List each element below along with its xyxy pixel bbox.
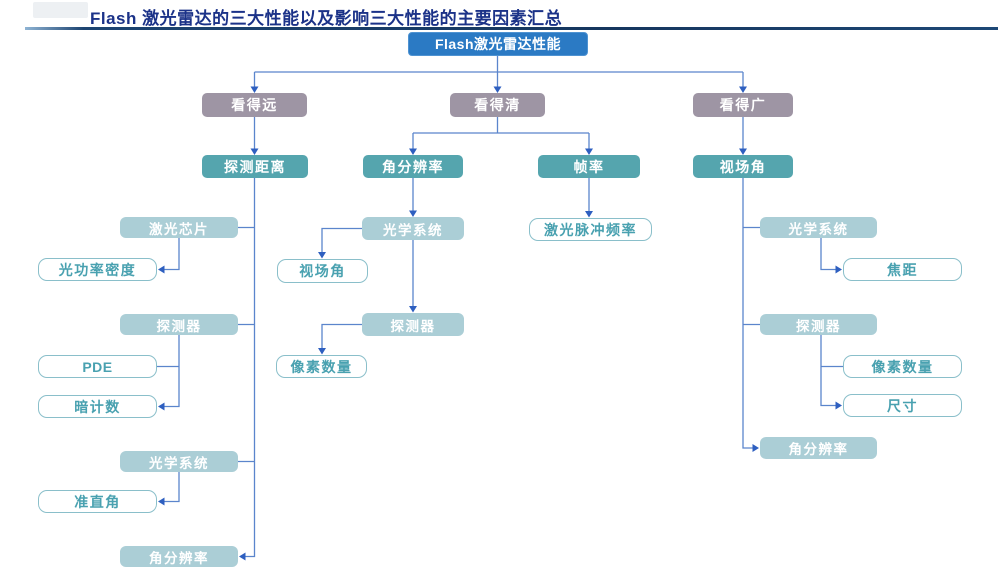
node-see-wide: 看得广	[693, 93, 793, 117]
node-optical-power-density: 光功率密度	[38, 258, 157, 281]
arrowheads	[158, 86, 842, 561]
node-frame-rate: 帧率	[538, 155, 640, 178]
node-collimation-angle: 准直角	[38, 490, 157, 513]
node-optical-system-wide: 光学系统	[760, 217, 877, 238]
node-root: Flash激光雷达性能	[408, 32, 588, 56]
node-pixel-count-clear: 像素数量	[276, 355, 367, 378]
node-angular-resolution-wide: 角分辨率	[760, 437, 877, 459]
node-optical-system-far: 光学系统	[120, 451, 238, 472]
faded-logo-watermark	[33, 2, 88, 18]
node-pixel-count-wide: 像素数量	[843, 355, 962, 378]
node-detector-clear: 探测器	[362, 313, 464, 336]
node-dark-count: 暗计数	[38, 395, 157, 418]
node-fov-wide: 视场角	[693, 155, 793, 178]
node-detector-far: 探测器	[120, 314, 238, 335]
node-fov-clear: 视场角	[277, 259, 368, 283]
node-angular-resolution-far: 角分辨率	[120, 546, 238, 567]
node-focal-length: 焦距	[843, 258, 962, 281]
title-divider	[25, 27, 998, 30]
node-laser-chip: 激光芯片	[120, 217, 238, 238]
page-title: Flash 激光雷达的三大性能以及影响三大性能的主要因素汇总	[90, 9, 563, 28]
node-laser-pulse-frequency: 激光脉冲频率	[529, 218, 652, 241]
node-see-far: 看得远	[202, 93, 307, 117]
node-pde: PDE	[38, 355, 157, 378]
node-see-clear: 看得清	[450, 93, 545, 117]
node-detector-wide: 探测器	[760, 314, 877, 335]
node-size: 尺寸	[843, 394, 962, 417]
node-angular-resolution-clear: 角分辨率	[363, 155, 463, 178]
node-optical-system-clear: 光学系统	[362, 217, 464, 240]
node-detection-range: 探测距离	[202, 155, 308, 178]
